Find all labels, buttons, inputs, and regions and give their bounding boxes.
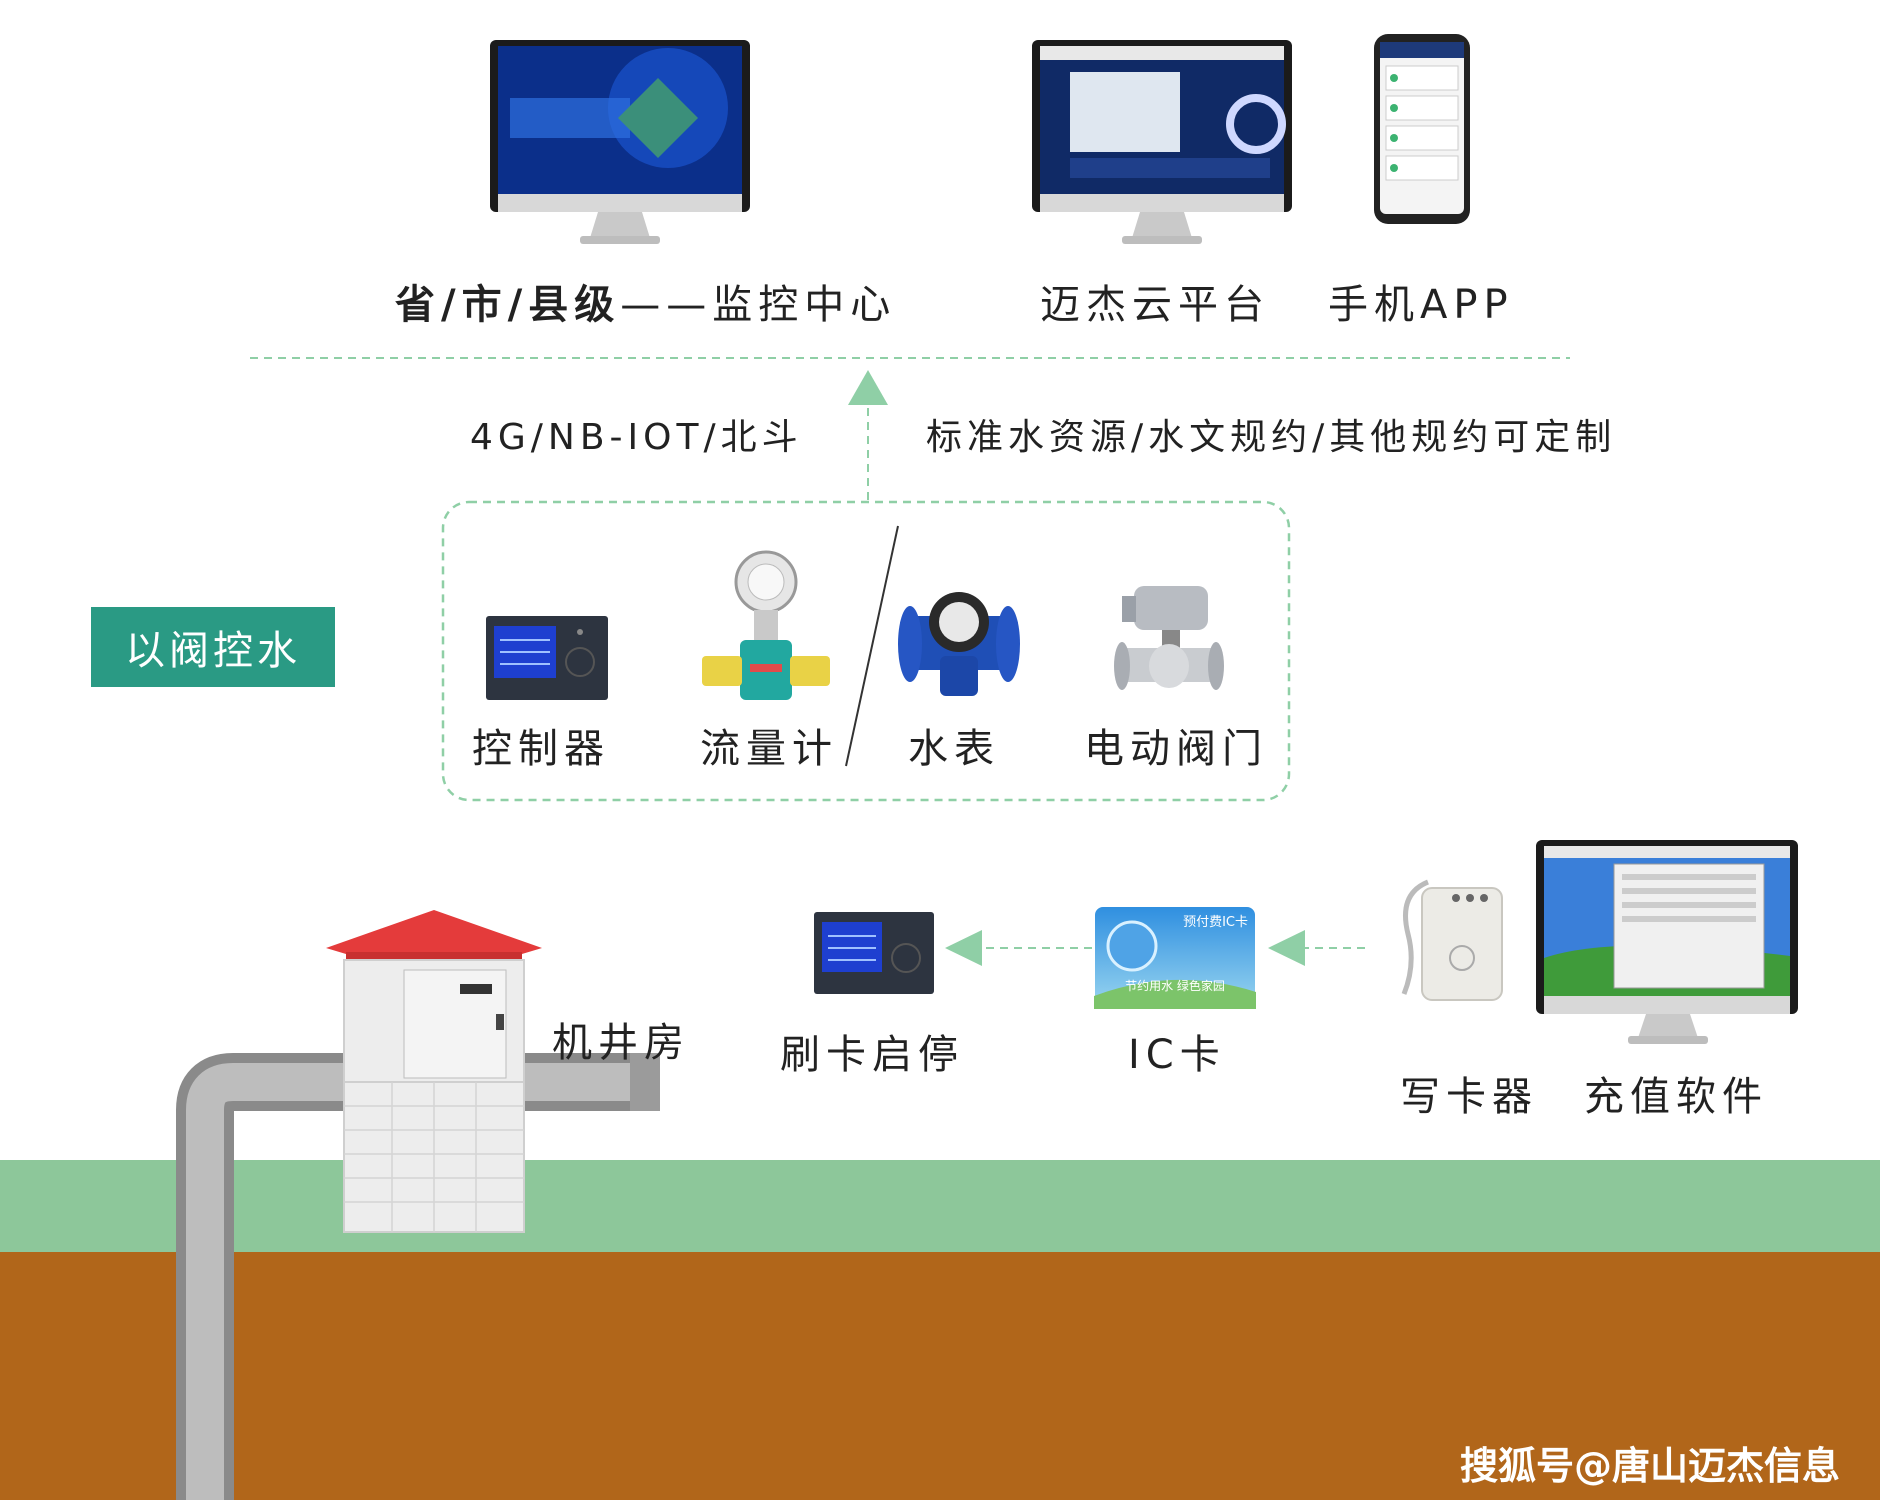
network-label: 4G/NB-IOT/北斗 [470,417,803,458]
water-meter-icon [898,592,1020,696]
electric-valve-icon [1114,586,1224,690]
cloud-platform-computer [1032,40,1292,244]
ic-card-title: 预付费IC卡 [1183,915,1248,930]
well-house-icon [326,910,542,1233]
device-label-controller: 控制器 [472,726,610,772]
device-label-electric-valve: 电动阀门 [1084,726,1268,772]
recharge-software-computer [1536,840,1798,1044]
protocol-label: 标准水资源/水文规约/其他规约可定制 [926,417,1617,458]
watermark-text: 搜狐号@唐山迈杰信息 [1460,1444,1841,1488]
device-label-water-meter: 水表 [908,726,1000,772]
device-divider [845,525,899,767]
recharge-software-label: 充值软件 [1584,1074,1768,1120]
arrow-to-controller-icon [945,930,982,966]
device-group-box [441,500,1291,802]
flowmeter-icon [702,550,830,700]
controller-icon [486,616,608,700]
cloud-platform-label: 迈杰云平台 [1040,282,1270,328]
uplink-arrow-icon [848,370,888,405]
swipe-controller-icon [814,912,934,994]
well-house-label: 机井房 [552,1020,690,1066]
card-writer-label: 写卡器 [1400,1074,1538,1120]
swipe-label: 刷卡启停 [780,1032,964,1078]
monitor-center-label: 省/市/县级——监控中心 [395,272,896,330]
card-writer-icon [1401,879,1503,1001]
arrow-to-card-icon [1268,930,1305,966]
valve-control-badge: 以阀控水 [91,607,335,687]
ic-card-label: IC卡 [1128,1032,1226,1078]
ic-card-icon: 预付费IC卡 节约用水 绿色家园 [1094,907,1256,1009]
device-label-flowmeter: 流量计 [700,726,838,772]
grass-layer [0,1160,1880,1252]
mobile-phone [1374,34,1470,224]
monitor-center-rest: ——监控中心 [620,282,897,328]
monitor-center-computer [490,40,750,244]
ic-card-slogan: 节约用水 绿色家园 [1125,978,1225,993]
monitor-center-bold: 省/市/县级 [395,282,621,328]
soil-layer [0,1252,1880,1500]
mobile-app-label: 手机APP [1328,282,1514,328]
